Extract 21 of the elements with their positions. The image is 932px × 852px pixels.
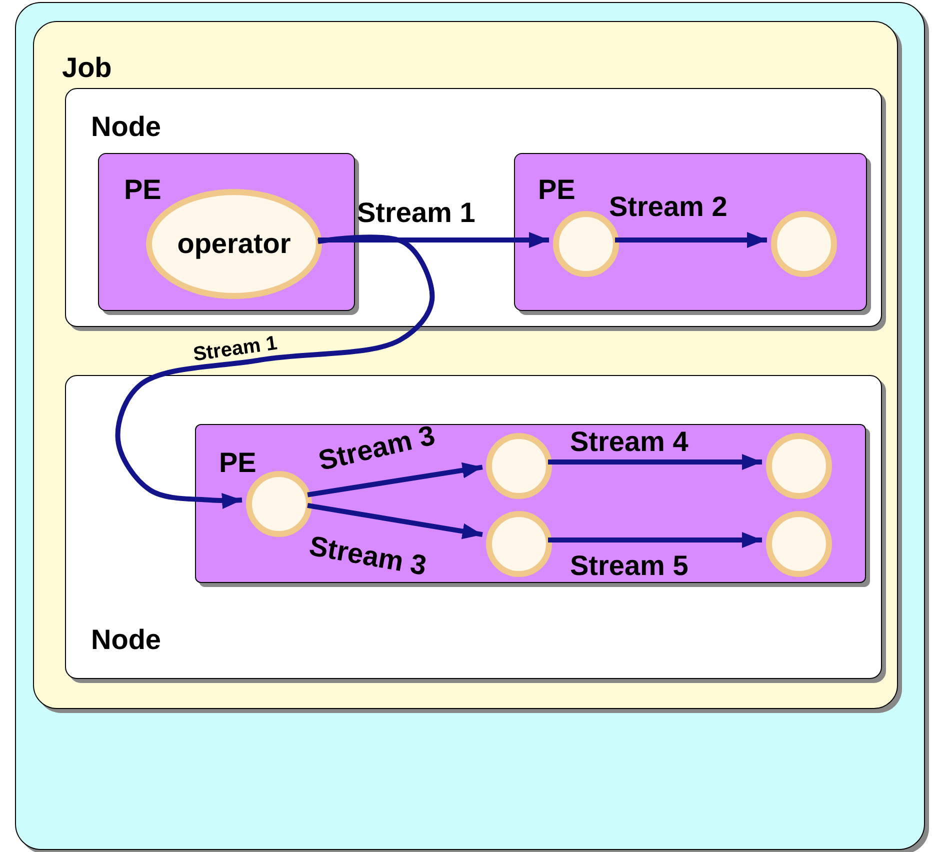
edge-label: Stream 3 bbox=[307, 532, 428, 580]
stream-arrow bbox=[318, 232, 549, 248]
container-label: PE bbox=[219, 449, 256, 477]
stream-arrow bbox=[548, 532, 762, 548]
container-label: Node bbox=[91, 113, 161, 141]
edge-label: Stream 1 bbox=[192, 333, 278, 365]
edge-label: Stream 5 bbox=[570, 552, 688, 580]
stream-arrow bbox=[115, 234, 435, 509]
edge-label: Stream 2 bbox=[609, 193, 728, 221]
operator-label: operator bbox=[177, 230, 291, 258]
container-label: Node bbox=[91, 626, 161, 654]
container-label: PE bbox=[124, 176, 162, 204]
stream-arrow bbox=[548, 454, 762, 470]
edge-label: Stream 1 bbox=[357, 199, 476, 227]
edge-label: Stream 3 bbox=[316, 421, 438, 476]
stream-arrow bbox=[615, 232, 767, 248]
stream-arrow bbox=[307, 462, 483, 498]
stream-arrow bbox=[307, 502, 483, 540]
container-label: PE bbox=[538, 176, 576, 204]
edge-label: Stream 4 bbox=[570, 428, 688, 456]
container-label: Job bbox=[62, 54, 112, 82]
